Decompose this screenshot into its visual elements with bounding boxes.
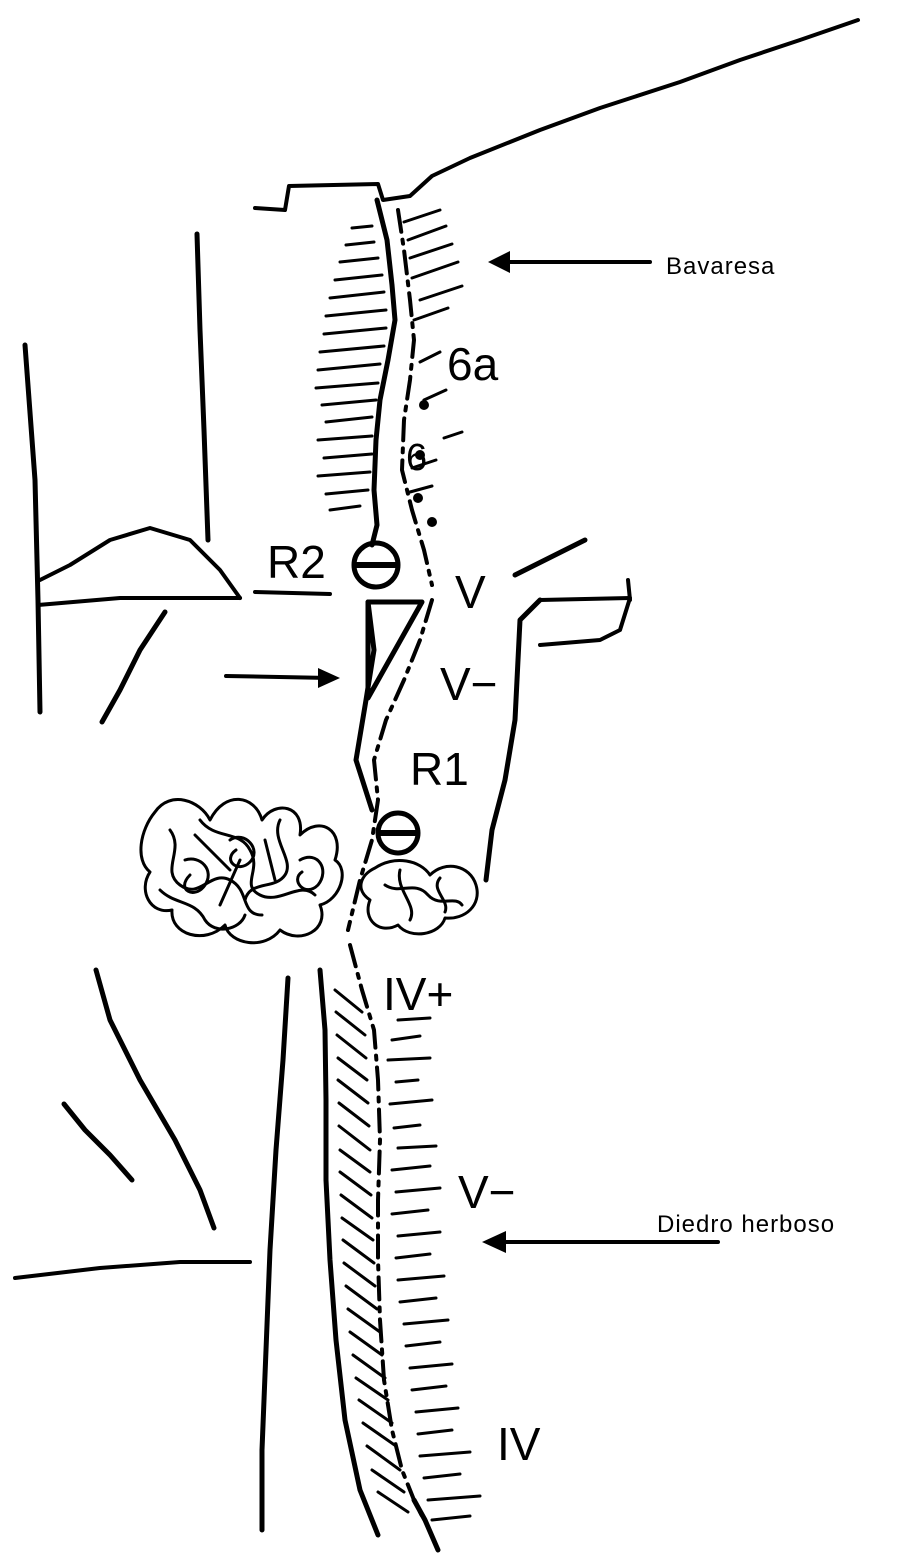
lower-left-crack (96, 970, 214, 1228)
left-ledge (38, 598, 240, 605)
grade-iv: IV (497, 1418, 541, 1470)
bavaresa-label: Bavaresa (666, 253, 775, 280)
diedro-herboso-label: Diedro herboso (657, 1211, 835, 1238)
bavaresa-arrow (488, 251, 650, 273)
belay-r2-marker (354, 543, 398, 587)
grade-v-minus-upper: V− (440, 658, 498, 710)
belay-r1-label: R1 (410, 743, 469, 795)
chimney-left-edge (356, 602, 374, 810)
lower-right-hatching (388, 1018, 480, 1520)
upper-wall-edge (372, 200, 395, 545)
lower-pillar-edge (262, 978, 288, 1530)
lower-dihedral-edge (320, 970, 378, 1535)
lower-left-short-crack (64, 1104, 132, 1180)
chimney-pointer-arrow (226, 668, 340, 688)
right-block-outline (486, 600, 540, 880)
summit-ridge-line (255, 20, 858, 210)
grade-iv-plus: IV+ (383, 968, 453, 1020)
lower-ledge (15, 1262, 250, 1278)
left-frame-line (25, 345, 40, 712)
grade-v-minus-lower: V− (458, 1166, 516, 1218)
belay-r2-label: R2 (267, 536, 326, 588)
right-block-top (515, 540, 585, 575)
right-flake (540, 598, 630, 645)
left-pillar-line (197, 234, 208, 540)
grade-v-top: V (455, 566, 486, 618)
right-flake-tip (628, 580, 630, 600)
grade-6: 6 (406, 437, 427, 479)
belay-r1-marker (378, 813, 418, 853)
ledge-left-of-r2 (255, 592, 330, 594)
bush-vegetation (141, 799, 477, 942)
grade-6a: 6a (447, 338, 499, 390)
base-line (414, 1500, 438, 1550)
left-slab-edge (102, 612, 165, 722)
